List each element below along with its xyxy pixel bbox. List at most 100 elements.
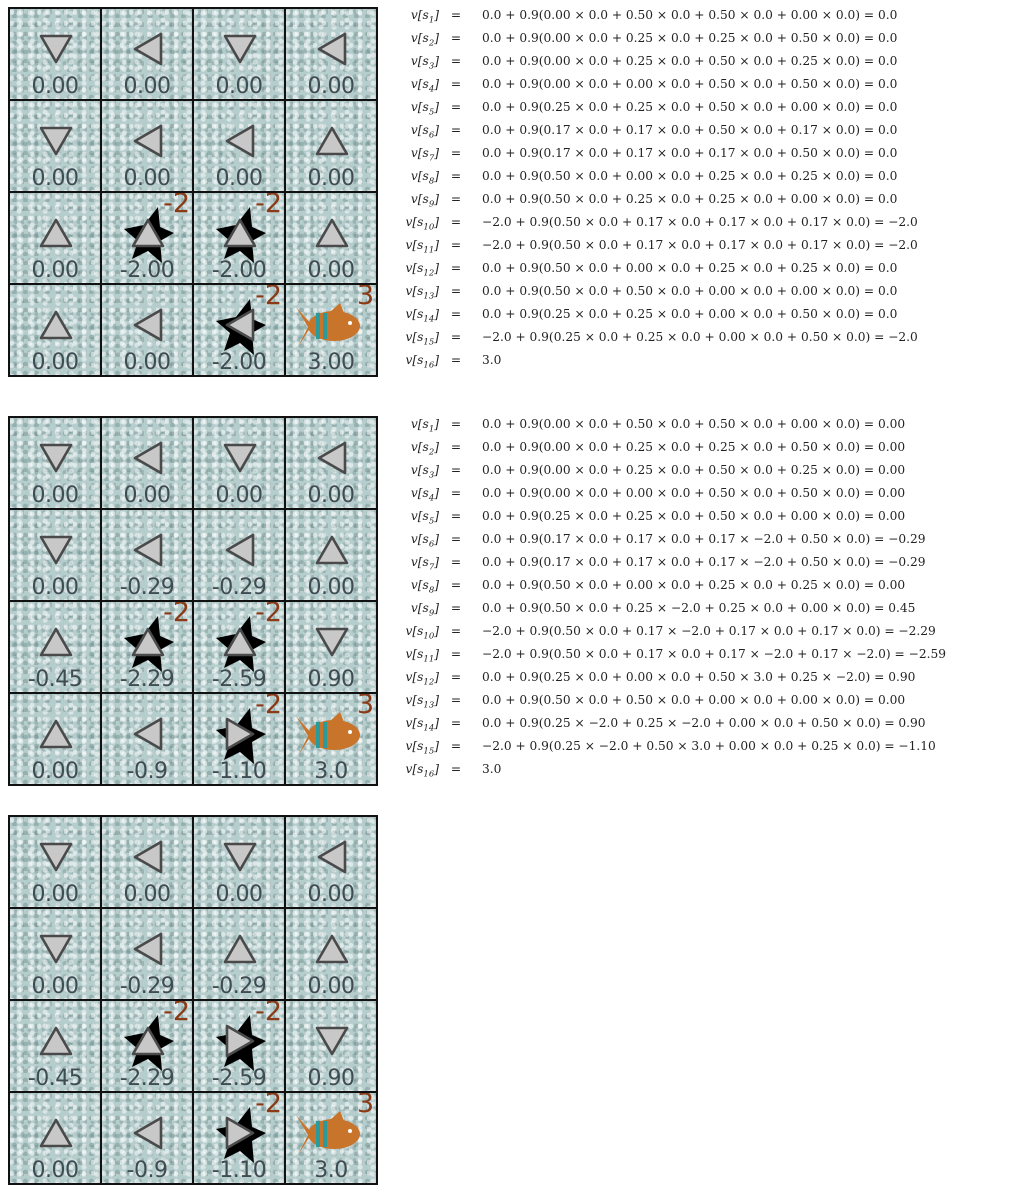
grid-cell: 0.00	[10, 909, 102, 1001]
equation-rhs: 0.0 + 0.9(0.50 × 0.0 + 0.50 × 0.0 + 0.00…	[482, 280, 897, 303]
policy-arrow-down-icon	[314, 1023, 350, 1059]
grid-cell: 0.00	[102, 285, 194, 377]
policy-arrow-down-icon	[222, 839, 258, 875]
policy-arrow-down-icon	[38, 839, 74, 875]
equation-rhs: −2.0 + 0.9(0.25 × 0.0 + 0.25 × 0.0 + 0.0…	[482, 326, 918, 349]
grid-cell: -2-1.10	[194, 694, 286, 786]
cell-value: 0.00	[10, 1159, 100, 1183]
cell-reward: -2	[255, 193, 282, 219]
equals-sign: =	[449, 459, 463, 482]
policy-arrow-down-icon	[38, 931, 74, 967]
cell-value: 0.00	[10, 883, 100, 907]
equals-sign: =	[449, 597, 463, 620]
cell-value: -0.45	[10, 668, 100, 692]
policy-arrow-up-icon	[38, 307, 74, 343]
grid-cell: 0.00	[10, 510, 102, 602]
bellman-equation-row: v[s3]=0.0 + 0.9(0.00 × 0.0 + 0.25 × 0.0 …	[393, 50, 1029, 73]
cell-reward: -2	[255, 285, 282, 311]
equals-sign: =	[449, 303, 463, 326]
state-index: 7	[429, 562, 434, 572]
bellman-equation-row: v[s14]=0.0 + 0.9(0.25 × 0.0 + 0.25 × 0.0…	[393, 303, 1029, 326]
equals-sign: =	[449, 666, 463, 689]
cell-value: 0.00	[286, 484, 376, 508]
equation-rhs: −2.0 + 0.9(0.50 × 0.0 + 0.17 × −2.0 + 0.…	[482, 620, 936, 643]
cell-value: -0.9	[102, 1159, 192, 1183]
bellman-equation-row: v[s10]=−2.0 + 0.9(0.50 × 0.0 + 0.17 × 0.…	[393, 211, 1029, 234]
equals-sign: =	[449, 551, 463, 574]
policy-arrow-left-icon	[130, 440, 166, 476]
grid-cell: 0.00	[10, 101, 102, 193]
grid-cell: 0.00	[286, 510, 378, 602]
cell-value: 0.00	[102, 167, 192, 191]
equation-rhs: 0.0 + 0.9(0.17 × 0.0 + 0.17 × 0.0 + 0.50…	[482, 119, 897, 142]
cell-reward: -2	[255, 1001, 282, 1027]
grid-cell: -0.29	[194, 909, 286, 1001]
cell-value: 0.00	[10, 75, 100, 99]
cell-value: 3.00	[286, 351, 376, 375]
state-index: 6	[429, 539, 434, 549]
cell-value: -1.10	[194, 760, 284, 784]
state-index: 11	[423, 654, 434, 664]
bellman-equations-panel-1: v[s1]=0.0 + 0.9(0.00 × 0.0 + 0.50 × 0.0 …	[393, 4, 1029, 372]
equals-sign: =	[449, 165, 463, 188]
policy-arrow-left-icon	[130, 123, 166, 159]
equals-sign: =	[449, 73, 463, 96]
equation-state-label: v[s16]	[393, 758, 439, 786]
policy-arrow-down-icon	[222, 440, 258, 476]
equation-rhs: 0.0 + 0.9(0.50 × 0.0 + 0.00 × 0.0 + 0.25…	[482, 165, 897, 188]
policy-arrow-left-icon	[314, 440, 350, 476]
grid-cell: 0.00	[194, 418, 286, 510]
bellman-equation-row: v[s13]=0.0 + 0.9(0.50 × 0.0 + 0.50 × 0.0…	[393, 280, 1029, 303]
policy-arrow-down-icon	[38, 123, 74, 159]
grid-cell: 0.90	[286, 1001, 378, 1093]
equals-sign: =	[449, 96, 463, 119]
cell-reward: 3	[357, 694, 374, 720]
equals-sign: =	[449, 689, 463, 712]
equals-sign: =	[449, 349, 463, 372]
equation-rhs: 0.0 + 0.9(0.00 × 0.0 + 0.25 × 0.0 + 0.25…	[482, 436, 905, 459]
grid-cell: 0.90	[286, 602, 378, 694]
grid-cell: 0.00	[286, 909, 378, 1001]
equation-rhs: 0.0 + 0.9(0.50 × 0.0 + 0.00 × 0.0 + 0.25…	[482, 574, 905, 597]
cell-value: 3.0	[286, 760, 376, 784]
equals-sign: =	[449, 735, 463, 758]
bellman-equation-row: v[s10]=−2.0 + 0.9(0.50 × 0.0 + 0.17 × −2…	[393, 620, 1029, 643]
cell-value: 0.00	[10, 351, 100, 375]
state-index: 1	[429, 15, 434, 25]
grid-cell: 0.00	[286, 101, 378, 193]
gridworld-panel-3: 0.000.000.000.000.00-0.29-0.290.00-0.45-…	[8, 815, 378, 1185]
policy-arrow-left-icon	[130, 532, 166, 568]
grid-cell: 0.00	[286, 817, 378, 909]
policy-arrow-down-icon	[38, 31, 74, 67]
equation-rhs: 0.0 + 0.9(0.25 × −2.0 + 0.25 × −2.0 + 0.…	[482, 712, 926, 735]
bellman-equation-row: v[s16]=3.0	[393, 349, 1029, 372]
cell-value: 0.00	[102, 883, 192, 907]
grid-cell: 0.00	[286, 418, 378, 510]
equation-rhs: −2.0 + 0.9(0.50 × 0.0 + 0.17 × 0.0 + 0.1…	[482, 211, 918, 234]
grid-cell: -0.9	[102, 694, 194, 786]
policy-arrow-right-icon	[222, 1115, 258, 1151]
grid-cell: 0.00	[102, 817, 194, 909]
bellman-equations-panel-2: v[s1]=0.0 + 0.9(0.00 × 0.0 + 0.50 × 0.0 …	[393, 413, 1029, 781]
policy-arrow-down-icon	[38, 532, 74, 568]
policy-arrow-left-icon	[314, 31, 350, 67]
equation-rhs: 0.0 + 0.9(0.00 × 0.0 + 0.00 × 0.0 + 0.50…	[482, 482, 905, 505]
grid-cell: 0.00	[10, 418, 102, 510]
policy-arrow-up-icon	[130, 1023, 166, 1059]
cell-value: -0.29	[194, 975, 284, 999]
equals-sign: =	[449, 234, 463, 257]
state-index: 16	[423, 360, 434, 370]
policy-arrow-down-icon	[38, 440, 74, 476]
cell-value: 0.00	[194, 484, 284, 508]
cell-reward: -2	[163, 1001, 190, 1027]
equation-rhs: 0.0 + 0.9(0.17 × 0.0 + 0.17 × 0.0 + 0.17…	[482, 528, 926, 551]
policy-arrow-up-icon	[314, 215, 350, 251]
bellman-equation-row: v[s12]=0.0 + 0.9(0.50 × 0.0 + 0.00 × 0.0…	[393, 257, 1029, 280]
cell-reward: 3	[357, 1093, 374, 1119]
policy-arrow-up-icon	[314, 123, 350, 159]
policy-arrow-down-icon	[222, 31, 258, 67]
equals-sign: =	[449, 211, 463, 234]
state-index: 8	[429, 585, 434, 595]
state-index: 3	[429, 61, 434, 71]
policy-arrow-left-icon	[222, 532, 258, 568]
